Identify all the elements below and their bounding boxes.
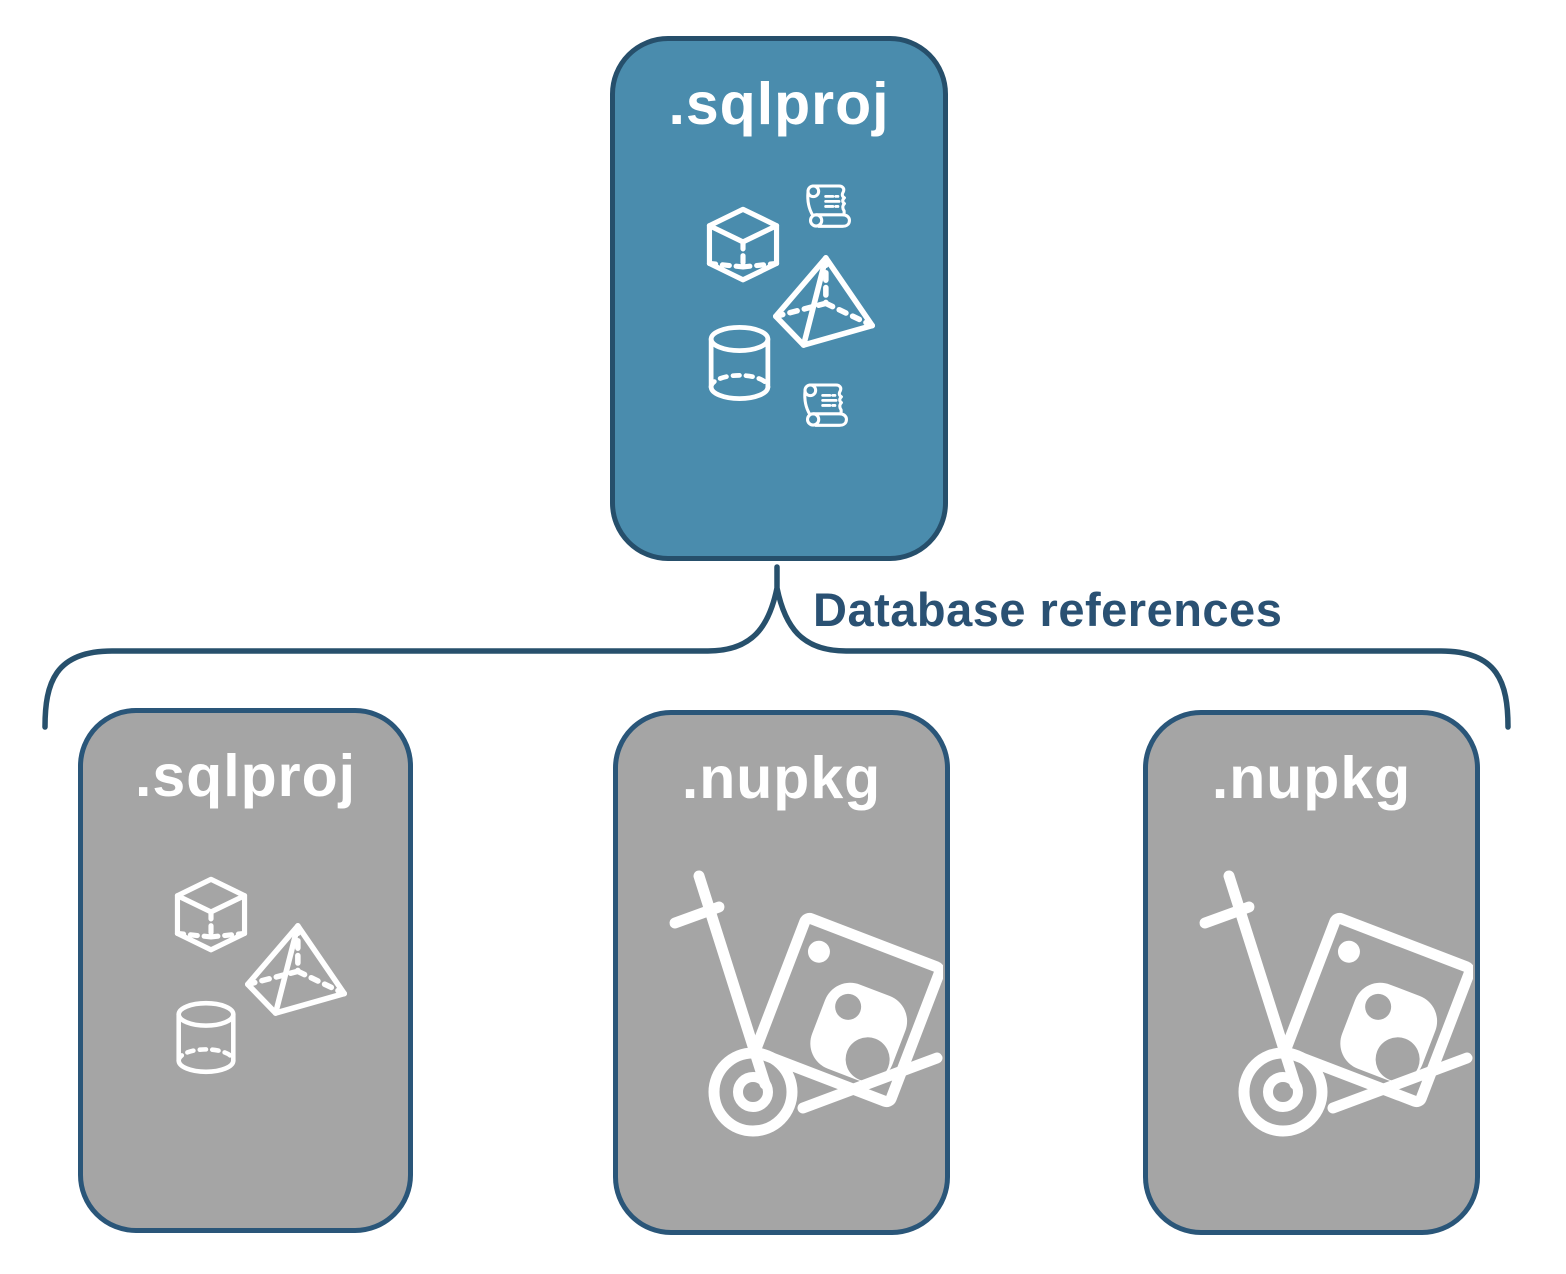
cube-icon: [174, 876, 248, 953]
connector-label: Database references: [813, 583, 1283, 636]
main-node-label: .sqlproj: [668, 71, 890, 137]
brace-connector: [42, 564, 1511, 730]
main-sqlproj-node: .sqlproj: [610, 36, 948, 561]
cylinder-icon: [708, 325, 771, 401]
package-dolly-icon: [669, 870, 943, 1137]
pyramid-icon: [245, 923, 347, 1016]
child-sqlproj-node: .sqlproj: [78, 708, 413, 1233]
script-scroll-icon: [803, 383, 848, 427]
script-scroll-icon: [806, 184, 851, 228]
pyramid-icon: [773, 255, 875, 348]
child-node-label: .nupkg: [1211, 745, 1412, 811]
child-node-label: .sqlproj: [134, 743, 357, 809]
child-nupkg-node: .nupkg: [1143, 710, 1480, 1235]
child-node-label: .nupkg: [681, 745, 882, 811]
cylinder-icon: [176, 1000, 236, 1075]
cube-icon: [706, 206, 780, 283]
child-nupkg-node: .nupkg: [613, 710, 950, 1235]
package-dolly-icon: [1199, 870, 1473, 1137]
